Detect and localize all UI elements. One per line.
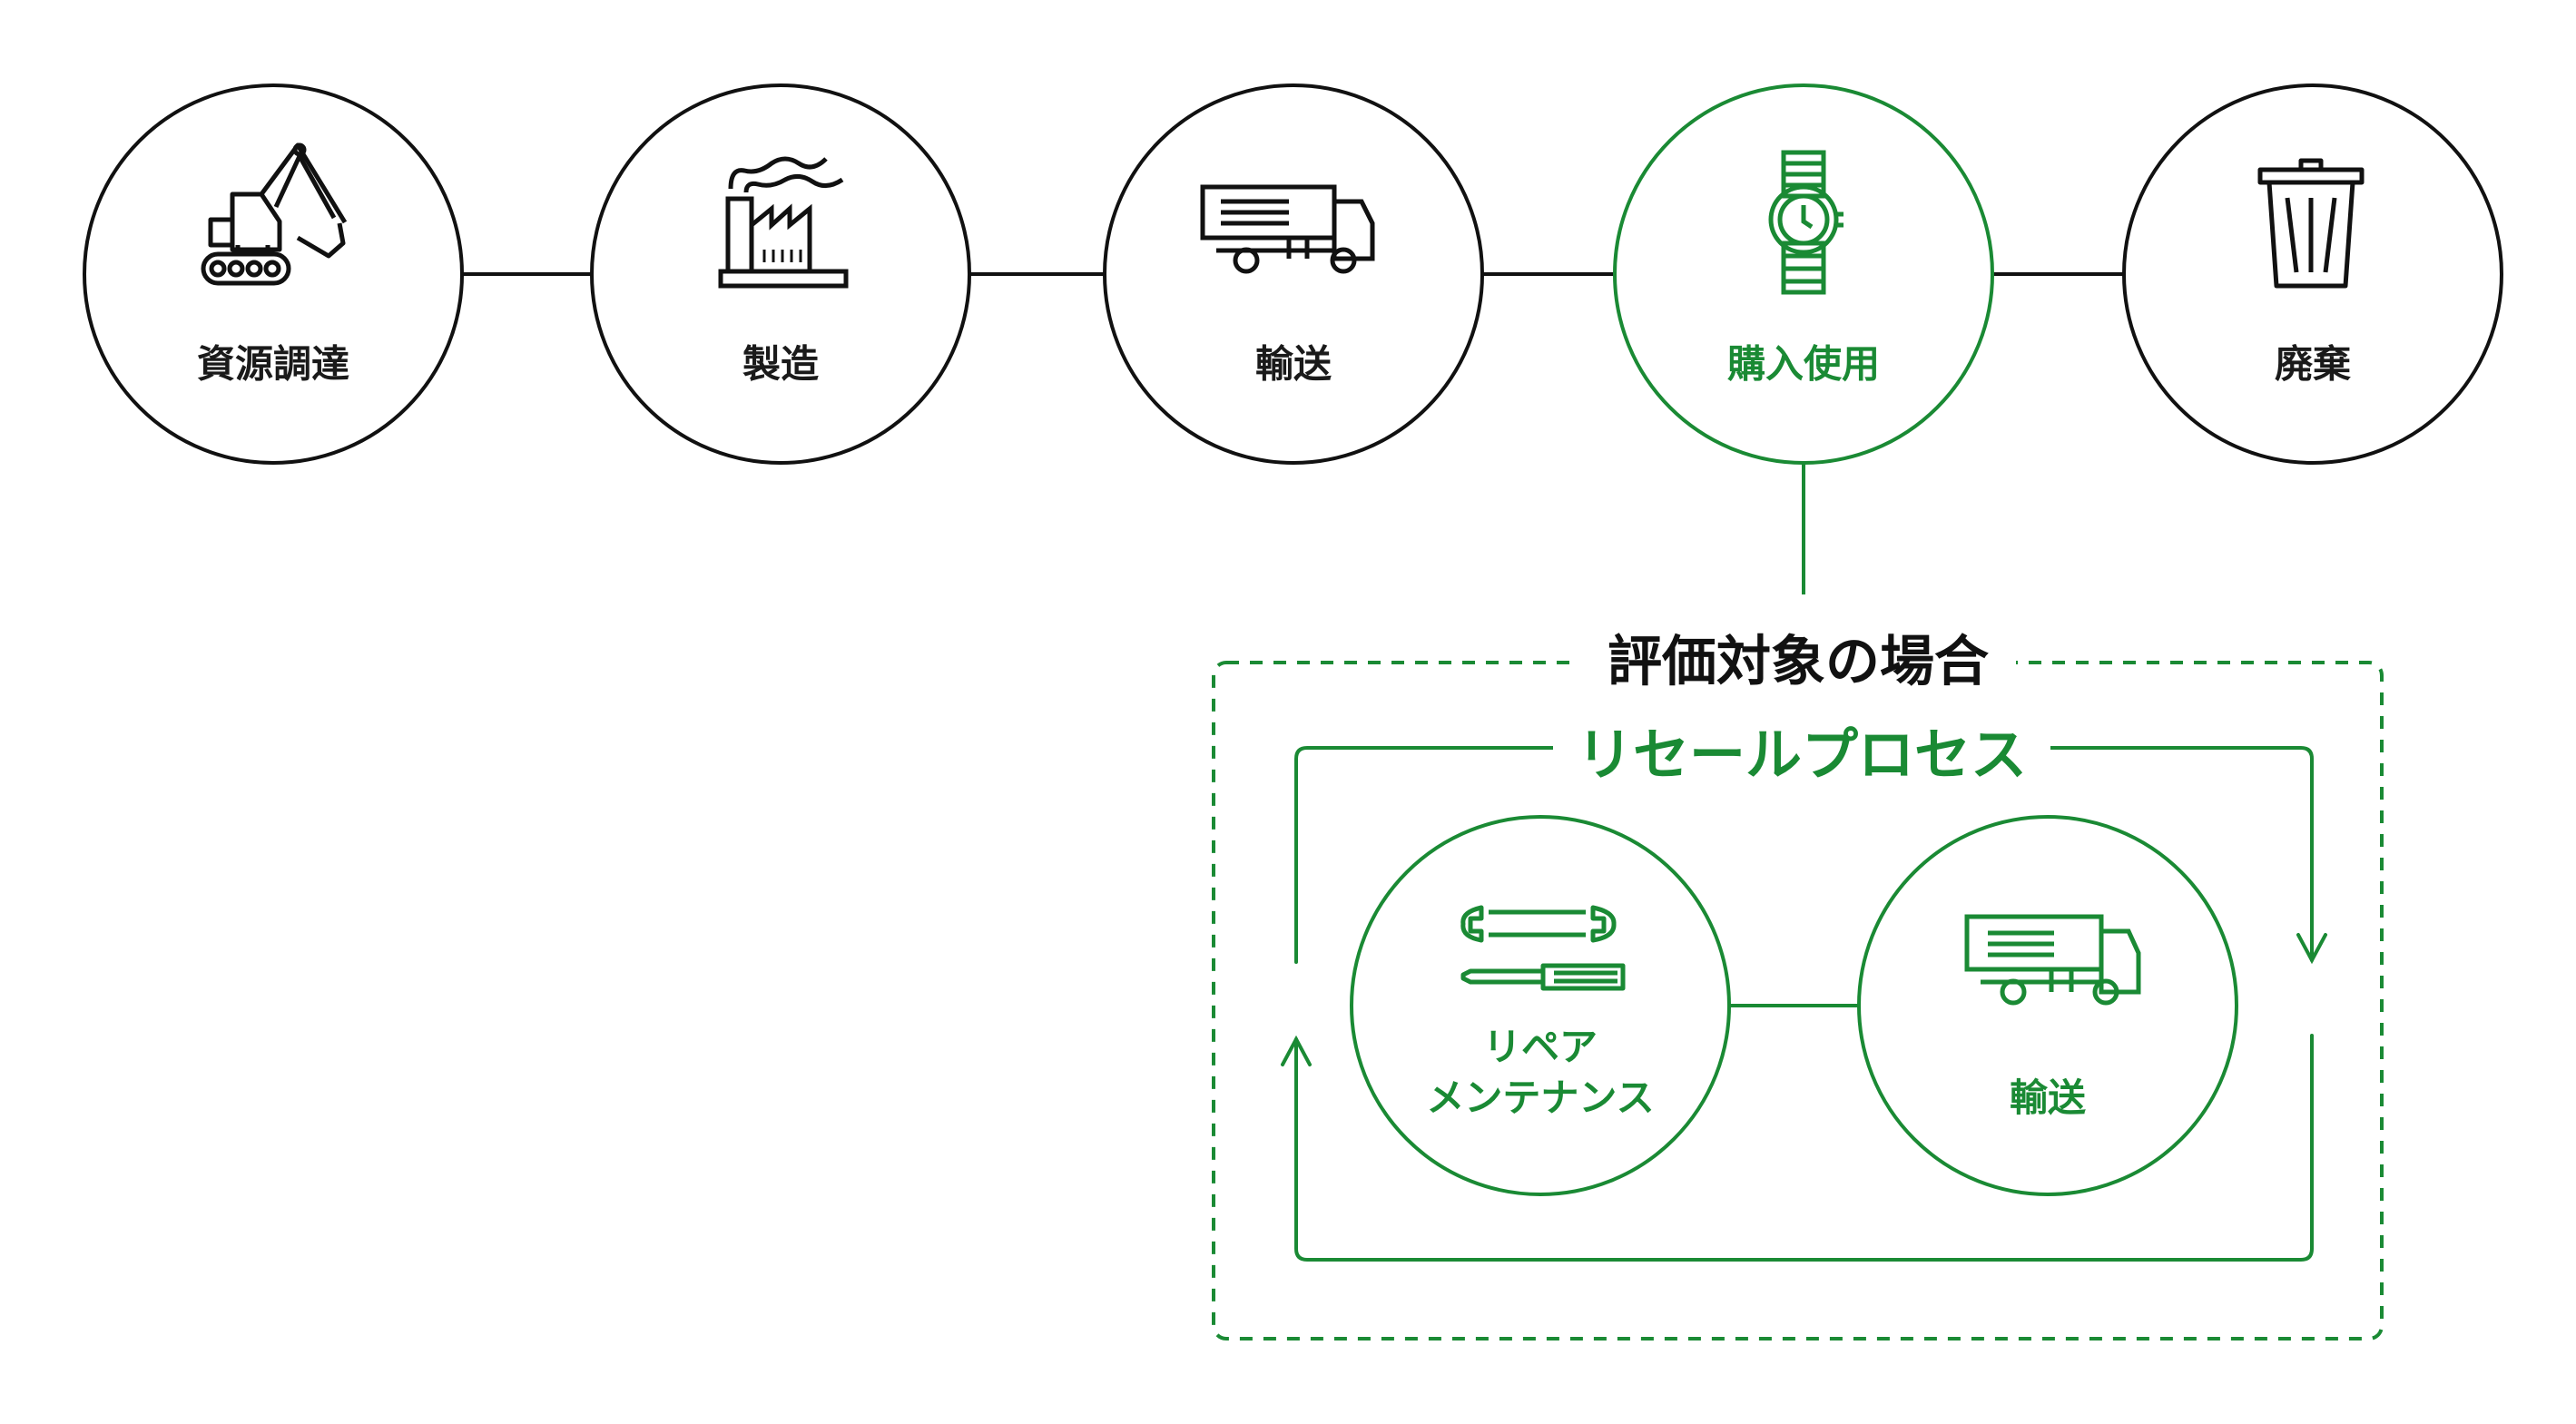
wrench-screwdriver-icon <box>1460 905 1626 991</box>
stage-label-resource: 資源調達 <box>196 341 350 387</box>
stage-circle-resource <box>83 83 464 465</box>
stage-circle-transport <box>1103 83 1484 465</box>
resale-step-repair-label: リペア メンテナンス <box>1426 1022 1654 1124</box>
stage-label-transport: 輸送 <box>1254 341 1332 387</box>
truck-icon <box>1200 184 1375 274</box>
truck-icon <box>1964 914 2141 1006</box>
stage-label-manufacturing: 製造 <box>742 341 820 387</box>
resale-process-title: リセールプロセス <box>1552 709 2051 791</box>
resale-circle-transport <box>1857 815 2238 1196</box>
stage-circle-disposal <box>2122 83 2503 465</box>
arrow-up-icon <box>1281 1035 1312 1066</box>
resale-circle-repair <box>1350 815 1731 1196</box>
trash-icon <box>2257 158 2365 289</box>
stage-circle-purchase-use <box>1613 83 1994 465</box>
arrow-down-icon <box>2296 933 2327 965</box>
evaluation-title: 評価対象の場合 <box>1580 617 2016 697</box>
watch-icon <box>1768 150 1844 295</box>
excavator-icon <box>201 142 348 286</box>
stage-label-disposal: 廃棄 <box>2274 341 2352 387</box>
stage-circle-manufacturing <box>590 83 971 465</box>
repair-label-line2: メンテナンス <box>1426 1075 1655 1120</box>
repair-label-line1: リペア <box>1482 1025 1598 1069</box>
resale-step-transport-label: 輸送 <box>2009 1075 2087 1120</box>
factory-icon <box>718 156 849 289</box>
stage-label-purchase-use: 購入使用 <box>1726 341 1881 387</box>
